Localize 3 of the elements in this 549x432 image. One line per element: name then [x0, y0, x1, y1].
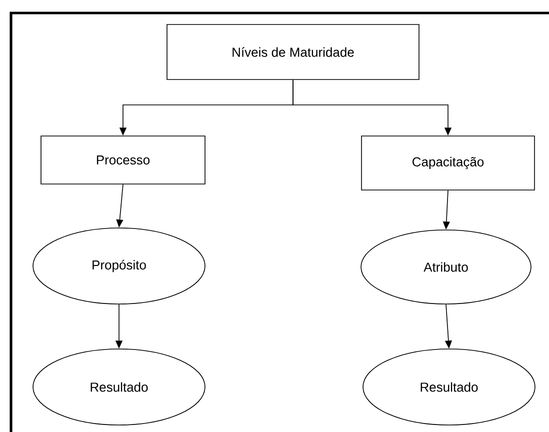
process-box: Processo — [40, 136, 206, 184]
process-box: Níveis de Maturidade — [166, 24, 420, 80]
process-box: Capacitação — [361, 136, 535, 190]
